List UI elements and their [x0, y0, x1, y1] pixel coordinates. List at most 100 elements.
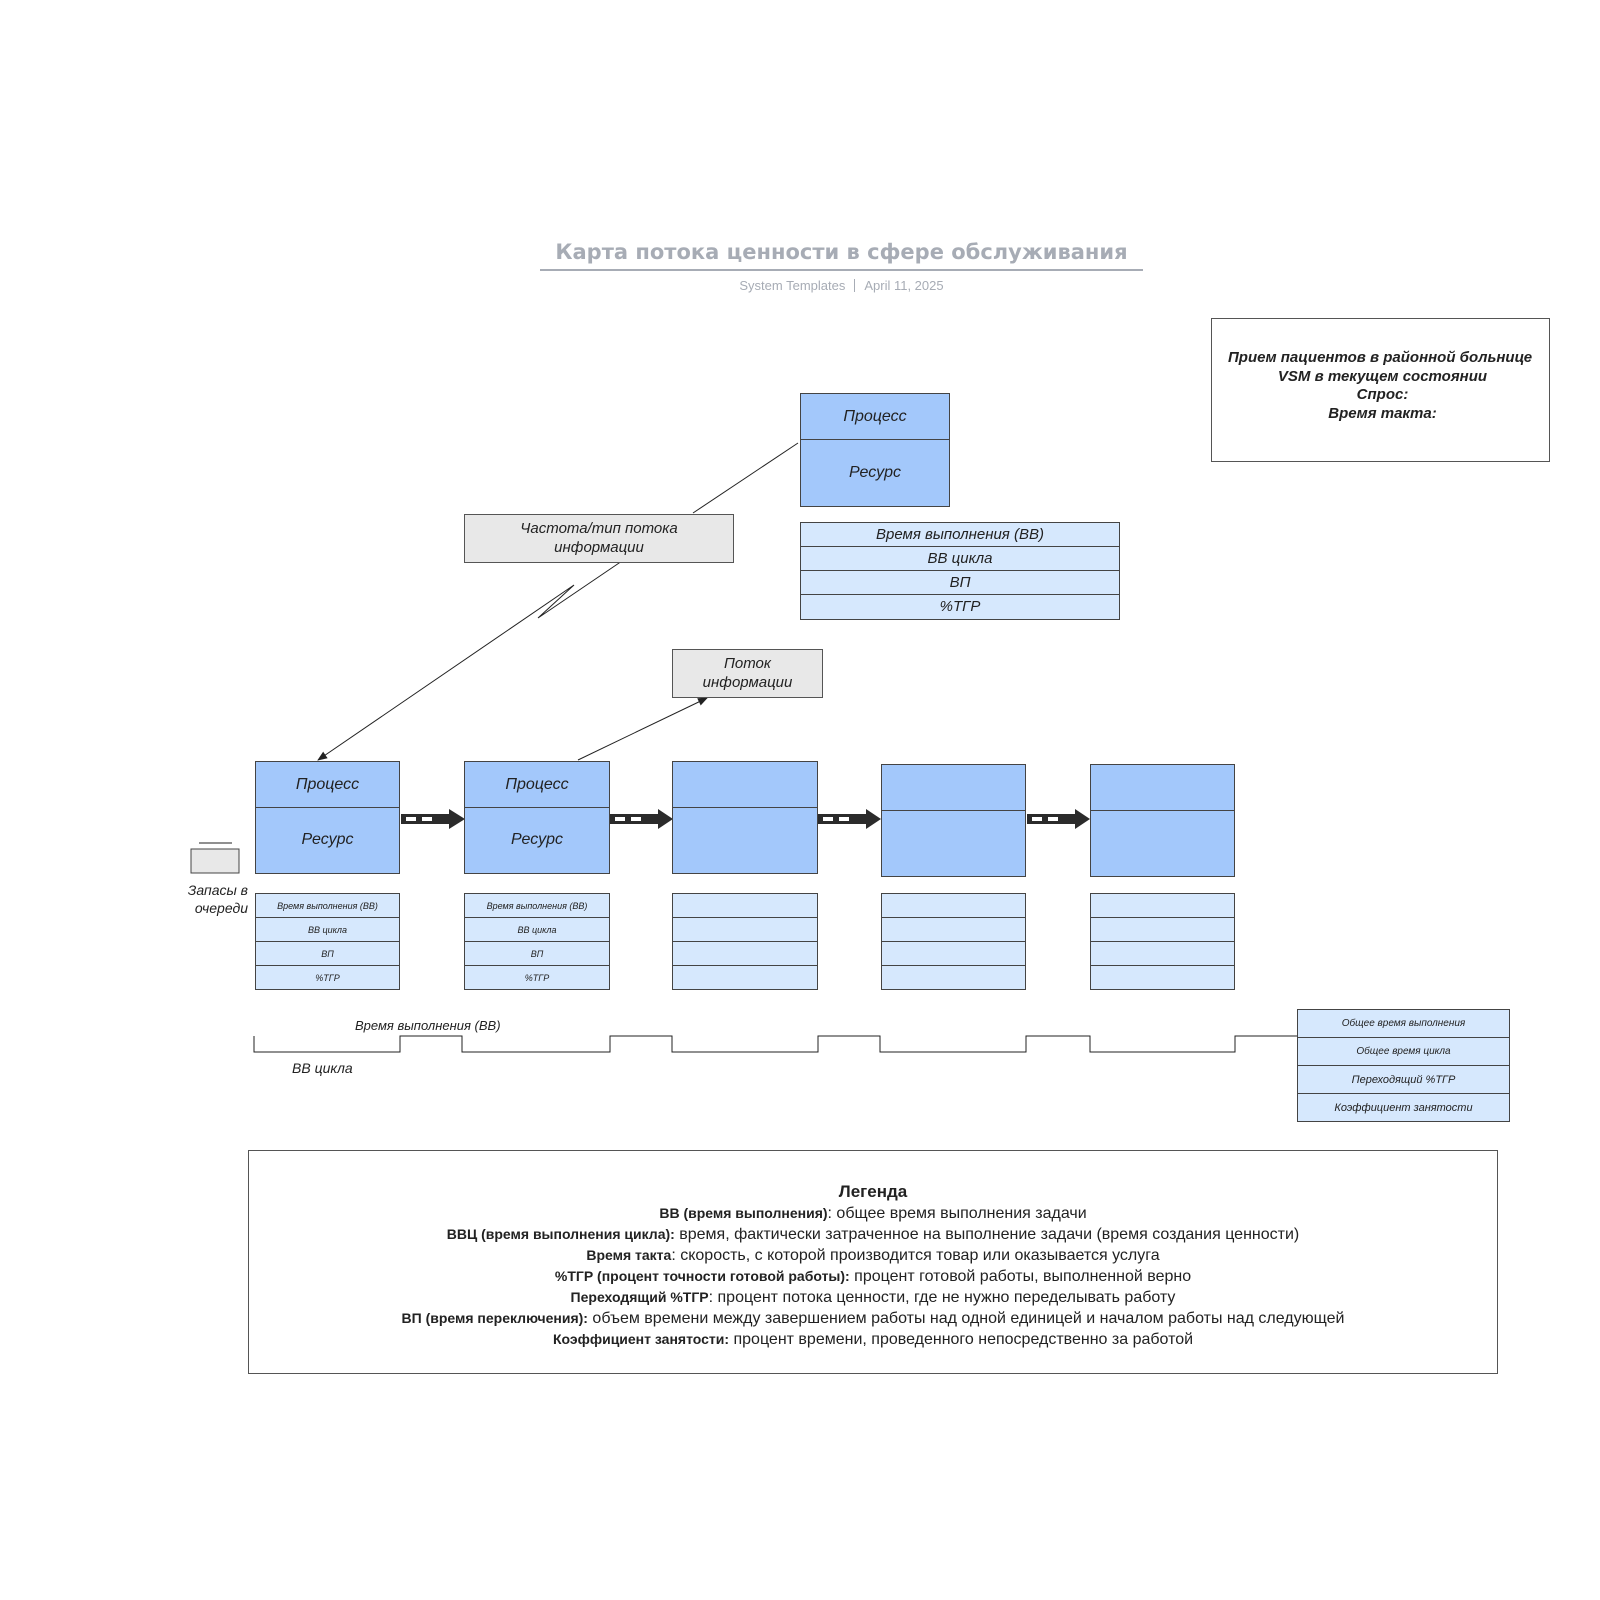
process-metrics-5 — [1090, 893, 1235, 990]
legend-term: %ТГР (процент точности готовой работы): — [554, 1268, 850, 1284]
legend-item: Коэффициент занятости: процент времени, … — [249, 1329, 1497, 1350]
metric-lead-time: Время выполнения (ВВ) — [256, 894, 399, 918]
info-flow-label: Поток информации — [702, 655, 793, 691]
push-arrow-1 — [401, 809, 465, 829]
legend-desc: объем времени между завершением работы н… — [587, 1310, 1345, 1327]
metric-accuracy — [1091, 966, 1234, 990]
metric-lead-time — [673, 894, 817, 918]
resource-label-5 — [1091, 810, 1234, 876]
metric-cycle-time: ВВ цикла — [256, 918, 399, 942]
process-metrics-4 — [881, 893, 1026, 990]
legend-desc: : процент потока ценности, где не нужно … — [708, 1289, 1176, 1306]
map-info-box[interactable]: Прием пациентов в районной больнице VSM … — [1211, 318, 1550, 462]
metric-lead-time: Время выполнения (ВВ) — [465, 894, 609, 918]
metric-accuracy — [673, 966, 817, 990]
process-label-3 — [673, 762, 817, 808]
metric-accuracy: %ТГР — [939, 598, 981, 615]
electronic-info-arrow — [317, 560, 623, 761]
process-label-1: Процесс — [256, 762, 399, 808]
metric-cycle-time — [1091, 918, 1234, 942]
info-flow-arrow — [577, 697, 708, 761]
legend-term: ВВЦ (время выполнения цикла): — [446, 1226, 675, 1242]
summary-activity-ratio: Коэффициент занятости — [1297, 1093, 1510, 1122]
process-metrics-3 — [672, 893, 818, 990]
legend-item: Время такта: скорость, с которой произво… — [249, 1245, 1497, 1266]
metric-cycle-time: ВВ цикла — [801, 547, 1119, 571]
top-metrics-table: Время выполнения (ВВ) ВВ цикла ВП %ТГР — [800, 522, 1120, 620]
author-label: System Templates — [739, 278, 846, 293]
legend-term: ВВ (время выполнения) — [659, 1205, 828, 1221]
push-arrow-2 — [610, 809, 673, 829]
info-title: Прием пациентов в районной больнице — [1228, 349, 1533, 366]
legend-term: Время такта — [586, 1247, 672, 1263]
process-box-2[interactable]: Процесс Ресурс — [464, 761, 610, 874]
legend-item: Переходящий %ТГР: процент потока ценност… — [249, 1287, 1497, 1308]
legend-desc: процент готовой работы, выполненной верн… — [849, 1268, 1192, 1285]
timeline-lead-time-label: Время выполнения (ВВ) — [355, 1018, 501, 1033]
process-metrics-2: Время выполнения (ВВ) ВВ цикла ВП %ТГР — [464, 893, 610, 990]
legend-title: Легенда — [838, 1182, 908, 1201]
info-takt: Время такта: — [1328, 404, 1437, 422]
metric-changeover — [1091, 942, 1234, 966]
meta-divider — [854, 279, 856, 292]
process-box-1[interactable]: Процесс Ресурс — [255, 761, 400, 874]
resource-label-3 — [673, 807, 817, 873]
top-process-box[interactable]: Процесс Ресурс — [800, 393, 950, 507]
metric-cycle-time — [882, 918, 1025, 942]
summary-table: Общее время выполнения Общее время цикла… — [1297, 1009, 1510, 1122]
legend-term: ВП (время переключения): — [401, 1310, 588, 1326]
metric-cycle-time: ВВ цикла — [465, 918, 609, 942]
metric-cycle-time — [673, 918, 817, 942]
queue-label: Запасы в очереди — [187, 882, 248, 916]
summary-total-cycle-time: Общее время цикла — [1297, 1037, 1510, 1066]
top-resource-label: Ресурс — [849, 463, 901, 481]
process-label-5 — [1091, 765, 1234, 811]
info-state: VSM в текущем состоянии — [1277, 367, 1488, 385]
process-box-4[interactable] — [881, 764, 1026, 877]
process-label-4 — [882, 765, 1025, 811]
metric-changeover: ВП — [801, 571, 1119, 595]
date-label: April 11, 2025 — [864, 278, 944, 293]
process-metrics-1: Время выполнения (ВВ) ВВ цикла ВП %ТГР — [255, 893, 400, 990]
timeline-ladder — [253, 1035, 1297, 1053]
legend-desc: : общее время выполнения задачи — [827, 1205, 1087, 1222]
metric-changeover: ВП — [256, 942, 399, 966]
metric-accuracy: %ТГР — [524, 973, 550, 983]
timeline-cycle-time-label: ВВ цикла — [292, 1060, 353, 1076]
legend-item: ВП (время переключения): объем времени м… — [249, 1308, 1497, 1329]
push-arrow-3 — [818, 809, 881, 829]
legend-term: Коэффициент занятости: — [552, 1331, 730, 1347]
top-process-label: Процесс — [801, 394, 949, 440]
process-label-2: Процесс — [465, 762, 609, 808]
metric-changeover — [882, 942, 1025, 966]
legend-desc: время, фактически затраченное на выполне… — [674, 1226, 1300, 1243]
metric-accuracy: %ТГР — [315, 973, 340, 983]
info-flow-box[interactable]: Поток информации — [672, 649, 823, 698]
summary-total-lead-time: Общее время выполнения — [1297, 1009, 1510, 1038]
resource-label-2: Ресурс — [511, 831, 563, 848]
push-arrow-4 — [1027, 809, 1090, 829]
process-box-3[interactable] — [672, 761, 818, 874]
legend-desc: процент времени, проведенного непосредст… — [729, 1331, 1194, 1348]
metric-lead-time — [882, 894, 1025, 918]
metric-lead-time: Время выполнения (ВВ) — [801, 523, 1119, 547]
legend-item: ВВ (время выполнения): общее время выпол… — [249, 1203, 1497, 1224]
legend-desc: : скорость, с которой производится товар… — [671, 1247, 1160, 1264]
metric-accuracy — [882, 966, 1025, 990]
metric-changeover — [673, 942, 817, 966]
resource-label-4 — [882, 810, 1025, 876]
info-frequency-label: Частота/тип потока информации — [520, 520, 678, 556]
title-underline — [540, 269, 1143, 271]
metric-changeover: ВП — [465, 942, 609, 966]
legend-item: ВВЦ (время выполнения цикла): время, фак… — [249, 1224, 1497, 1245]
page-meta: System Templates April 11, 2025 — [540, 278, 1143, 293]
page-title: Карта потока ценности в сфере обслуживан… — [555, 240, 1128, 264]
legend-term: Переходящий %ТГР — [570, 1289, 709, 1305]
info-frequency-box[interactable]: Частота/тип потока информации — [464, 514, 734, 563]
legend-box: Легенда ВВ (время выполнения): общее вре… — [248, 1150, 1498, 1374]
metric-lead-time — [1091, 894, 1234, 918]
queue-icon — [190, 848, 240, 874]
process-box-5[interactable] — [1090, 764, 1235, 877]
summary-rolled-accuracy: Переходящий %ТГР — [1297, 1065, 1510, 1094]
